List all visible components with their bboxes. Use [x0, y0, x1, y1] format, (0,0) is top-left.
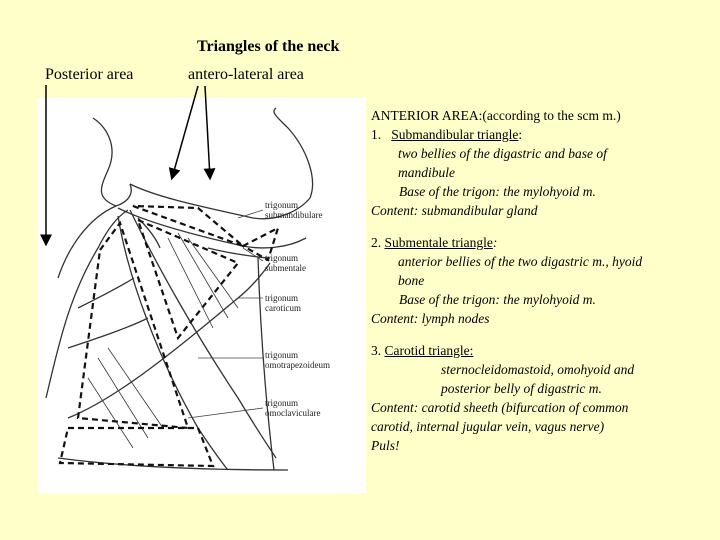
- section-2-title: 2. Submentale triangle:: [371, 233, 716, 252]
- section-3-title: 3. Carotid triangle:: [371, 341, 716, 360]
- hyoid-line: [207, 247, 269, 259]
- section-3-puls: Puls!: [371, 438, 400, 453]
- section-1-number: 1.: [371, 127, 382, 142]
- antero-lateral-arrow-right: [203, 85, 216, 181]
- section-2-desc-1: anterior bellies of the two digastric m.…: [398, 254, 643, 269]
- jaw-outline: [129, 183, 311, 220]
- section-3-content-1: Content: carotid sheeth (bifurcation of …: [371, 400, 629, 415]
- label-omotrapezoideum-2: omotrapezoideum: [265, 360, 330, 370]
- clavicle: [57, 457, 289, 471]
- label-caroticum-2: caroticum: [265, 303, 301, 313]
- posterior-area-label: Posterior area: [45, 66, 134, 83]
- label-omoclaviculare-1: trigonum: [265, 398, 298, 408]
- submandibular-triangle-title: Submandibular triangle: [391, 127, 519, 142]
- section-3-desc-2: posterior belly of digastric m.: [441, 381, 602, 396]
- section-3-content-2: carotid, internal jugular vein, vagus ne…: [371, 419, 605, 434]
- label-submandibulare-1: trigonum: [265, 200, 298, 210]
- antero-lateral-area-label: antero-lateral area: [188, 66, 304, 83]
- section-2-content: Content: lymph nodes: [371, 311, 490, 326]
- section-1-title: 1. Submandibular triangle:: [371, 125, 716, 144]
- section-2-number: 2.: [371, 235, 382, 250]
- trachea: [257, 257, 275, 471]
- neck-posterior-edge: [57, 183, 132, 279]
- section-3-number: 3.: [371, 343, 382, 358]
- section-1-base: Base of the trigon: the mylohyoid m.: [399, 184, 596, 199]
- anterior-area-heading: ANTERIOR AREA:(according to the scm m.): [371, 108, 621, 123]
- section-1-desc-2: mandibule: [398, 165, 455, 180]
- section-1-colon: :: [518, 127, 523, 142]
- section-3-desc-1: sternocleidomastoid, omohyoid and: [441, 362, 635, 377]
- label-submandibulare-2: submandibulare: [265, 210, 323, 220]
- chin-outline: [273, 107, 314, 199]
- section-1-content: Content: submandibular gland: [371, 203, 538, 218]
- section-2-base: Base of the trigon: the mylohyoid m.: [399, 292, 596, 307]
- neck-triangles-illustration: trigonum submandibulare trigonum subment…: [38, 98, 366, 493]
- sternocleidomastoid-front: [129, 209, 277, 459]
- trapezius-edge: [45, 209, 129, 399]
- carotid-triangle-title: Carotid triangle:: [384, 343, 474, 358]
- section-2-desc-2: bone: [398, 273, 425, 288]
- section-1-desc-1: two bellies of the digastric and base of: [398, 146, 607, 161]
- page-title: Triangles of the neck: [197, 38, 340, 55]
- section-2-colon: :: [492, 235, 498, 250]
- label-submentale-1: trigonum: [265, 253, 298, 263]
- sternocleidomastoid-back: [117, 215, 229, 471]
- label-caroticum-1: trigonum: [265, 293, 298, 303]
- label-submentale-2: submentale: [265, 263, 306, 273]
- label-omotrapezoideum-1: trigonum: [265, 350, 298, 360]
- ear-outline: [92, 117, 117, 207]
- omotrapezoid-triangle-border: [76, 220, 190, 430]
- anterior-area-text: ANTERIOR AREA:(according to the scm m.) …: [371, 106, 716, 455]
- omoclavicular-triangle-border: [58, 426, 215, 468]
- label-omoclaviculare-2: omoclaviculare: [265, 408, 320, 418]
- submentale-triangle-title: Submentale triangle: [384, 235, 493, 250]
- carotid-triangle-border: [136, 218, 240, 341]
- antero-lateral-arrow-left: [168, 85, 199, 181]
